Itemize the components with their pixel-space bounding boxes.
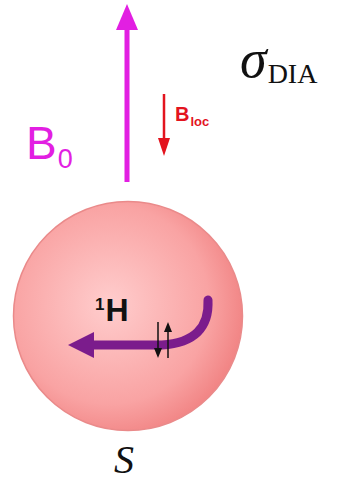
spin-down (157, 322, 159, 350)
local-field-subscript: loc (190, 115, 209, 128)
current-arrowhead (68, 332, 94, 358)
shielding-subscript: DIA (268, 60, 318, 88)
local-field-symbol: B (175, 104, 189, 124)
isotope-number: 1 (95, 296, 104, 313)
spin-up-head (164, 322, 172, 332)
field-arrow (125, 26, 130, 182)
local-field-arrowhead (158, 138, 170, 156)
field-subscript: 0 (58, 146, 73, 173)
nucleus-symbol: H (105, 294, 128, 326)
field-symbol: B (26, 120, 57, 166)
particle-disc (14, 202, 243, 431)
field-arrowhead (116, 4, 138, 30)
local-field-arrow (163, 94, 166, 140)
spin-down-head (154, 348, 162, 358)
shielding-symbol: σ (240, 32, 267, 86)
particle-circle: 1H (12, 200, 244, 432)
sample-label: S (114, 440, 134, 480)
spin-up (167, 330, 169, 358)
